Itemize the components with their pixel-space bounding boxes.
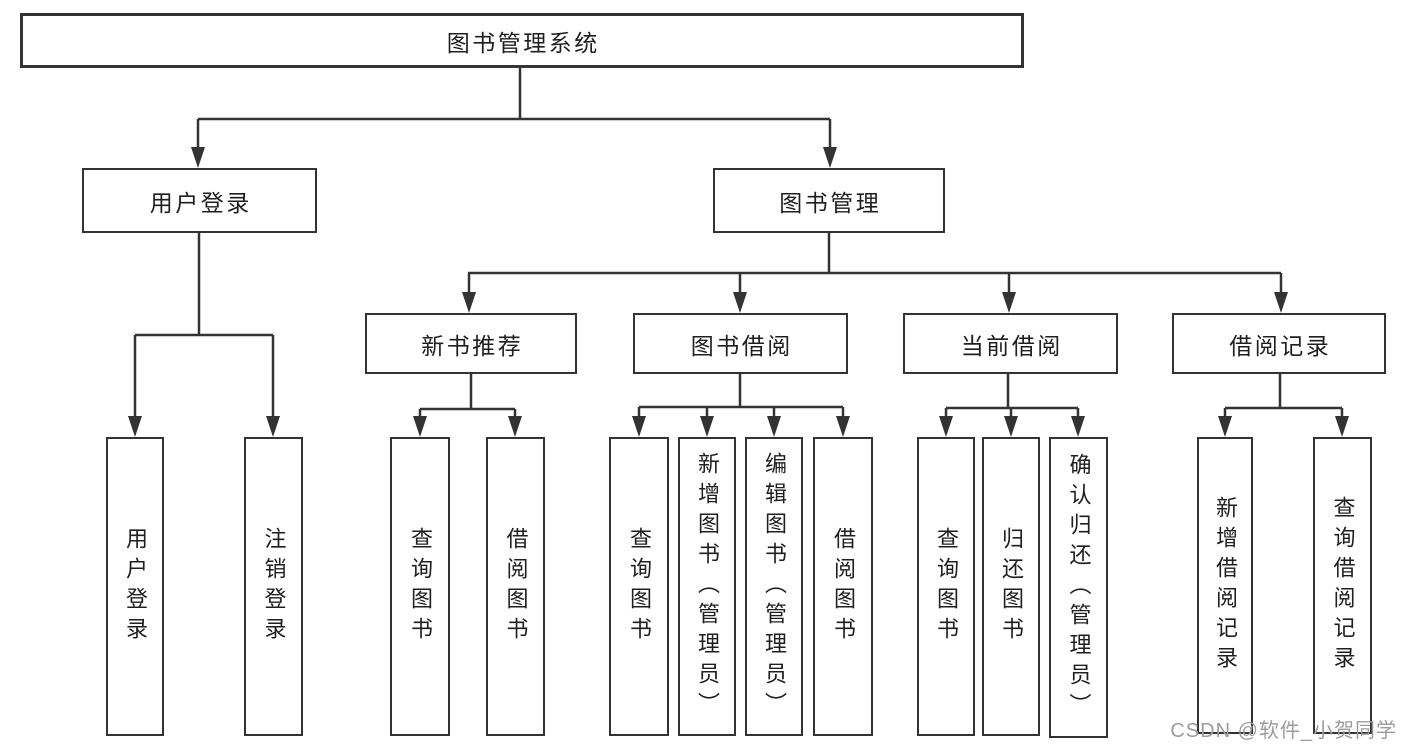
- leaf-return-books-label: 归还图书: [999, 526, 1024, 647]
- leaf-borrow-books-recommend: 借阅图书: [486, 437, 545, 736]
- connector-book-mgmt-to-level3: [462, 233, 1288, 313]
- node-book-borrowing: 图书借阅: [633, 313, 848, 374]
- node-book-borrowing-label: 图书借阅: [690, 332, 793, 359]
- leaf-add-borrow-record-label: 新增借阅记录: [1213, 495, 1238, 676]
- leaf-query-books-recommend: 查询图书: [390, 437, 450, 736]
- csdn-watermark: CSDN @软件_小贺同学: [1170, 720, 1397, 742]
- leaf-confirm-return-admin-label: 确认归还（管理员）: [1066, 452, 1092, 723]
- node-current-borrowing: 当前借阅: [903, 313, 1118, 374]
- leaf-query-books-borrow: 查询图书: [609, 437, 669, 736]
- leaf-query-borrow-record: 查询借阅记录: [1313, 437, 1372, 734]
- node-book-management: 图书管理: [713, 168, 945, 233]
- leaf-query-books-recommend-label: 查询图书: [408, 526, 433, 647]
- connector-current-borrow-to-leaves: [939, 374, 1085, 437]
- leaf-add-books-admin-label: 新增图书（管理员）: [695, 451, 720, 722]
- connector-borrow-record-to-leaves: [1218, 374, 1349, 437]
- leaf-add-books-admin: 新增图书（管理员）: [678, 437, 736, 736]
- node-user-login-label: 用户登录: [149, 189, 252, 216]
- connector-user-login-to-leaves: [128, 233, 280, 437]
- leaf-edit-books-admin: 编辑图书（管理员）: [745, 437, 803, 736]
- leaf-query-borrow-record-label: 查询借阅记录: [1330, 495, 1356, 676]
- node-borrow-records: 借阅记录: [1172, 313, 1386, 374]
- leaf-logout: 注销登录: [244, 437, 303, 736]
- leaf-confirm-return-admin: 确认归还（管理员）: [1049, 437, 1108, 738]
- node-new-book-recommend: 新书推荐: [365, 313, 577, 374]
- leaf-borrow-books-label: 借阅图书: [831, 526, 856, 647]
- leaf-query-books-borrow-label: 查询图书: [627, 526, 652, 647]
- leaf-query-books-current-label: 查询图书: [934, 526, 959, 647]
- node-user-login: 用户登录: [82, 168, 317, 233]
- leaf-borrow-books: 借阅图书: [813, 437, 873, 736]
- node-borrow-records-label: 借阅记录: [1229, 332, 1332, 359]
- node-library-system-label: 图书管理系统: [446, 29, 600, 56]
- connector-book-borrow-to-leaves: [632, 374, 850, 437]
- node-library-system: 图书管理系统: [20, 13, 1024, 68]
- node-current-borrowing-label: 当前借阅: [960, 332, 1063, 359]
- leaf-query-books-current: 查询图书: [917, 437, 975, 736]
- node-book-management-label: 图书管理: [779, 189, 882, 216]
- leaf-add-borrow-record: 新增借阅记录: [1197, 437, 1253, 734]
- node-new-book-recommend-label: 新书推荐: [421, 332, 524, 359]
- leaf-edit-books-admin-label: 编辑图书（管理员）: [762, 451, 787, 722]
- connector-new-book-rec-to-leaves: [413, 374, 522, 437]
- leaf-user-login-label: 用户登录: [123, 526, 148, 647]
- leaf-user-login: 用户登录: [106, 437, 164, 736]
- leaf-logout-label: 注销登录: [261, 526, 287, 647]
- connector-root-to-level2: [191, 68, 837, 168]
- leaf-return-books: 归还图书: [982, 437, 1040, 736]
- leaf-borrow-books-recommend-label: 借阅图书: [503, 526, 529, 647]
